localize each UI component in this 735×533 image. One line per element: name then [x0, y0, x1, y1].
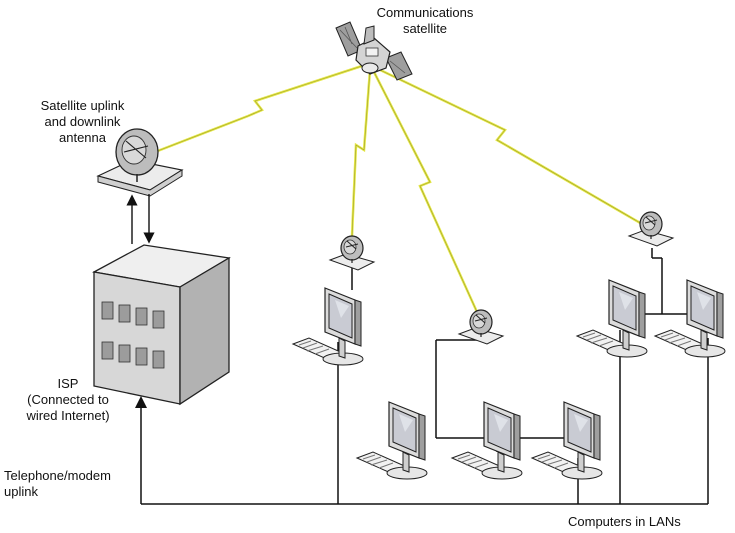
- satellite-icon: [335, 21, 413, 81]
- isp-label: ISP (Connected to wired Internet): [26, 376, 110, 423]
- link-to-lan-dish-2: [371, 69, 479, 313]
- telephone-label: Telephone/modem uplink: [4, 468, 111, 499]
- lans-label: Computers in LANs: [568, 514, 681, 529]
- desktop-computer-icon-lan1: [292, 287, 364, 366]
- building-icon: [92, 244, 231, 406]
- desktop-computer-icon-lan3-a: [576, 279, 648, 358]
- desktop-computer-icon-lan2-b: [451, 401, 523, 480]
- satellite-label: Communications satellite: [376, 5, 474, 36]
- lan-dish-icon-2: [458, 309, 504, 345]
- lan-dish-icon-1: [329, 235, 375, 271]
- satellite-dish-icon: [96, 128, 184, 197]
- desktop-computer-icon-lan2-a: [356, 401, 428, 480]
- link-to-lan-dish-1: [350, 69, 372, 237]
- lan-dish-icon-3: [628, 211, 674, 247]
- antenna-label: Satellite uplink and downlink antenna: [40, 98, 125, 145]
- wireless-links: [154, 62, 643, 313]
- desktop-computer-icon-lan3-b: [654, 279, 726, 358]
- desktop-computer-icon-lan2-c: [531, 401, 603, 480]
- link-to-uplink-antenna: [154, 62, 369, 154]
